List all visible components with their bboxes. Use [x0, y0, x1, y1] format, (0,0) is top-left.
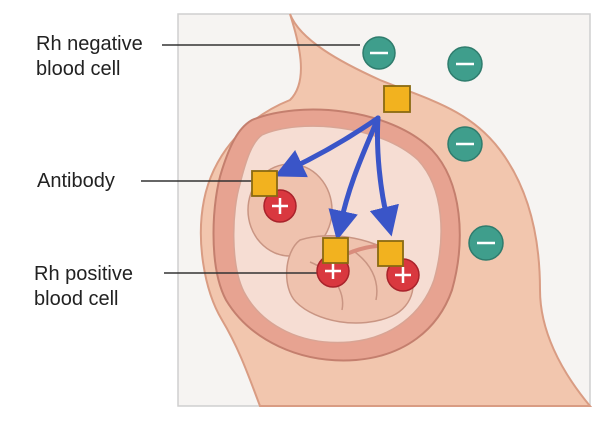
rh-negative-label-line2: blood cell: [36, 57, 143, 82]
rh-positive-label: Rh positive blood cell: [34, 262, 133, 312]
rh-negative-cell: [448, 47, 482, 81]
rh-positive-label-line1: Rh positive: [34, 262, 133, 287]
antibody: [378, 241, 403, 266]
antibody: [323, 238, 348, 263]
rh-negative-cell: [363, 37, 395, 69]
antibody-label: Antibody: [37, 169, 115, 194]
rh-negative-cell: [448, 127, 482, 161]
antibody: [384, 86, 410, 112]
rh-positive-label-line2: blood cell: [34, 287, 133, 312]
antibody: [252, 171, 277, 196]
rh-negative-cell: [469, 226, 503, 260]
rh-negative-label-line1: Rh negative: [36, 32, 143, 57]
rh-negative-label: Rh negative blood cell: [36, 32, 143, 82]
